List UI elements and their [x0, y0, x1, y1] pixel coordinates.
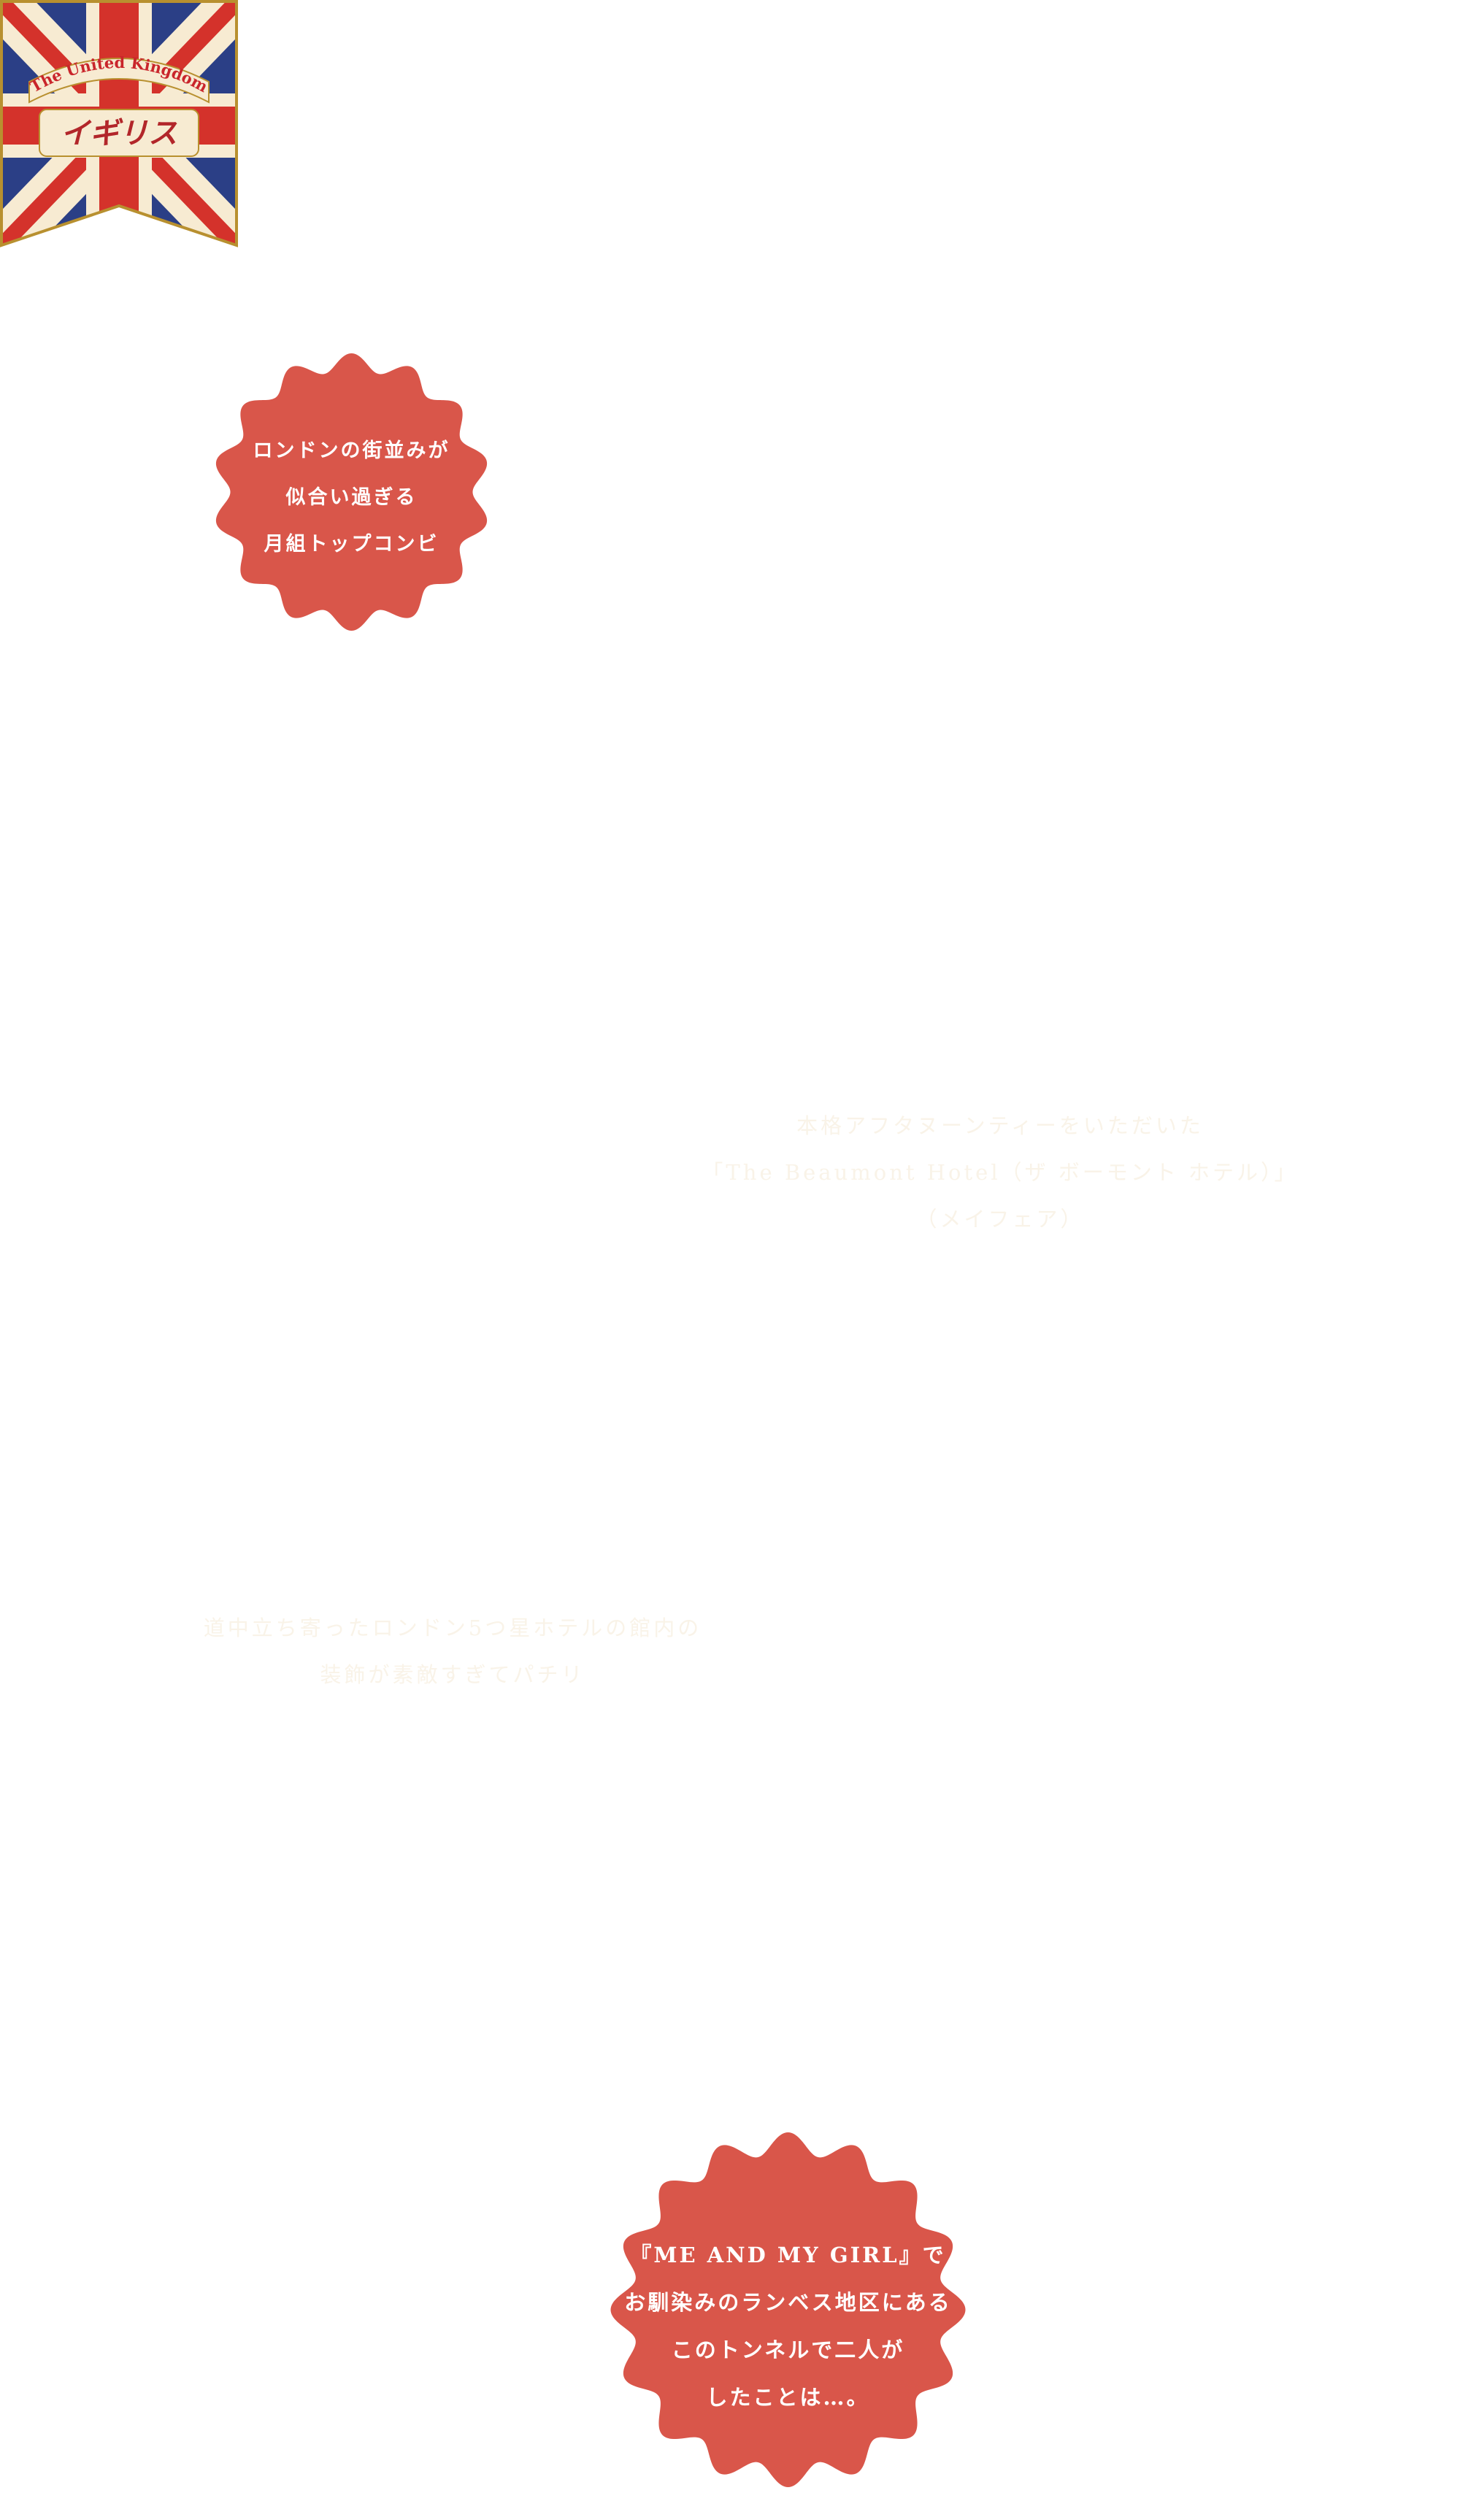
badge-line: したことは…。 — [706, 2385, 870, 2410]
lambeth-tunnel-badge: 『ME AND MY GIRL』で お馴染みのランベス地区にある このトンネルで… — [604, 2122, 972, 2497]
badge-line: 『ME AND MY GIRL』で — [630, 2243, 946, 2267]
badge-text: 『ME AND MY GIRL』で お馴染みのランベス地区にある このトンネルで… — [604, 2232, 972, 2421]
caption-line: （メイフェア） — [915, 1207, 1085, 1232]
caption-line: 装飾が素敵すぎてパチリ — [320, 1662, 585, 1687]
scalloped-badge-shape — [610, 2132, 966, 2487]
caption-line: 本格アフタヌーンティーをいただいた — [796, 1113, 1204, 1138]
hotel-interior-caption: 道中立ち寄ったロンドン5つ星ホテルの館内の 装飾が素敵すぎてパチリ — [168, 1605, 737, 1698]
caption-line: 「The Beaumont Hotel（ザ ボーモント ホテル）」 — [702, 1160, 1299, 1185]
badge-line: ロンドンの街並みが — [253, 439, 450, 462]
beaumont-hotel-caption: 本格アフタヌーンティーをいただいた 「The Beaumont Hotel（ザ … — [701, 1102, 1299, 1242]
london-couple-badge: ロンドンの街並みが 似合い過ぎる 月組トップコンビ — [207, 346, 496, 638]
badge-line: 月組トップコンビ — [264, 533, 439, 556]
scalloped-badge-shape — [215, 353, 488, 631]
badge-line: このトンネルで二人が — [671, 2337, 905, 2362]
union-jack-flag-icon: The United Kingdom イギリス — [0, 0, 238, 247]
country-name-japanese: イギリス — [61, 116, 177, 150]
country-flag-badge: The United Kingdom イギリス — [0, 0, 238, 248]
badge-line: お馴染みのランベス地区にある — [624, 2290, 952, 2315]
badge-line: 似合い過ぎる — [285, 486, 418, 509]
badge-text: ロンドンの街並みが 似合い過ぎる 月組トップコンビ — [207, 428, 496, 568]
caption-line: 道中立ち寄ったロンドン5つ星ホテルの館内の — [203, 1616, 702, 1640]
